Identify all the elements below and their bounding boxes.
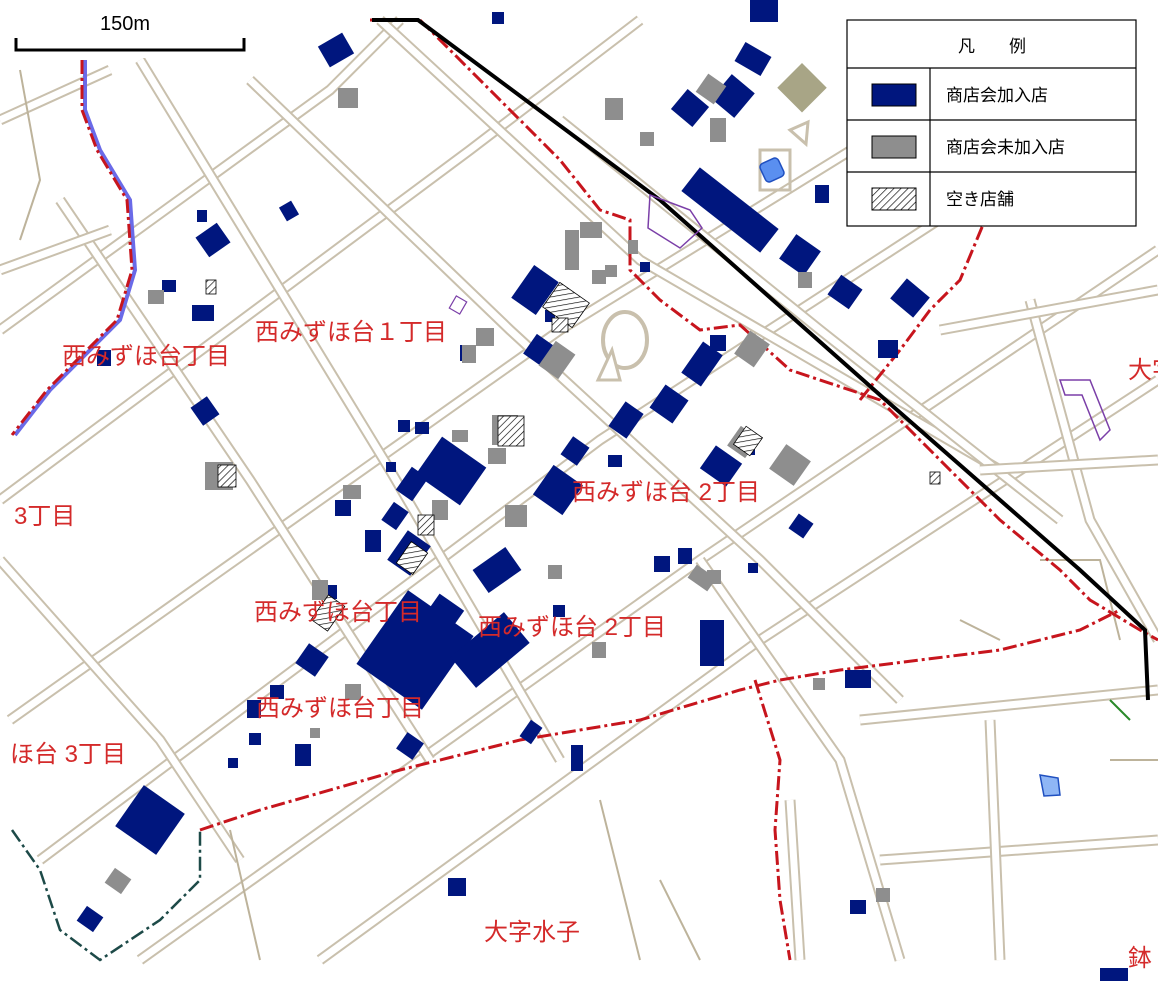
label-oaza-right: 大字: [1128, 357, 1158, 384]
railway: [372, 18, 1150, 701]
label-nishi-2-right: 西みずほ台 2丁目: [572, 479, 760, 506]
label-3-chome: 3丁目: [14, 503, 75, 530]
label-kanji-bottom-right: 鉢: [1128, 945, 1152, 972]
legend-swatch-vacant: [871, 187, 917, 211]
legend-label-nonmember: 商店会未加入店: [946, 138, 1065, 157]
label-nishi-1-bottom: 西みずほ台丁目: [256, 695, 424, 722]
member-stores: [76, 0, 1128, 981]
label-nishi-2-center: 西みずほ台 2丁目: [478, 614, 666, 641]
legend-label-member: 商店会加入店: [946, 86, 1048, 105]
vacant-stores: [205, 279, 941, 632]
label-hodai-3: ほ台 3丁目: [10, 741, 126, 768]
label-nishi-1-top: 西みずほ台１丁目: [255, 319, 447, 346]
station-plaza: [595, 119, 810, 382]
green-line: [1109, 699, 1131, 721]
label-nishi-1-left: 西みずほ台丁目: [62, 343, 230, 370]
legend: 凡 例 商店会加入店 商店会未加入店 空き店舗: [846, 19, 1137, 227]
legend-swatch-member: [871, 83, 917, 107]
scale-bar: 150m: [8, 4, 254, 58]
scale-label: 150m: [100, 13, 150, 35]
area-labels: 西みずほ台１丁目 西みずほ台丁目 西みずほ台 2丁目 3丁目 西みずほ台丁目 西…: [10, 319, 1158, 972]
label-oaza-mizuko: 大字水子: [484, 919, 580, 946]
label-nishi-1-center: 西みずほ台丁目: [254, 599, 422, 626]
river: [10, 60, 138, 437]
legend-swatch-nonmember: [871, 135, 917, 159]
legend-label-vacant: 空き店舗: [946, 190, 1014, 209]
district-boundary: [10, 18, 1158, 962]
legend-title: 凡 例: [958, 37, 1026, 56]
